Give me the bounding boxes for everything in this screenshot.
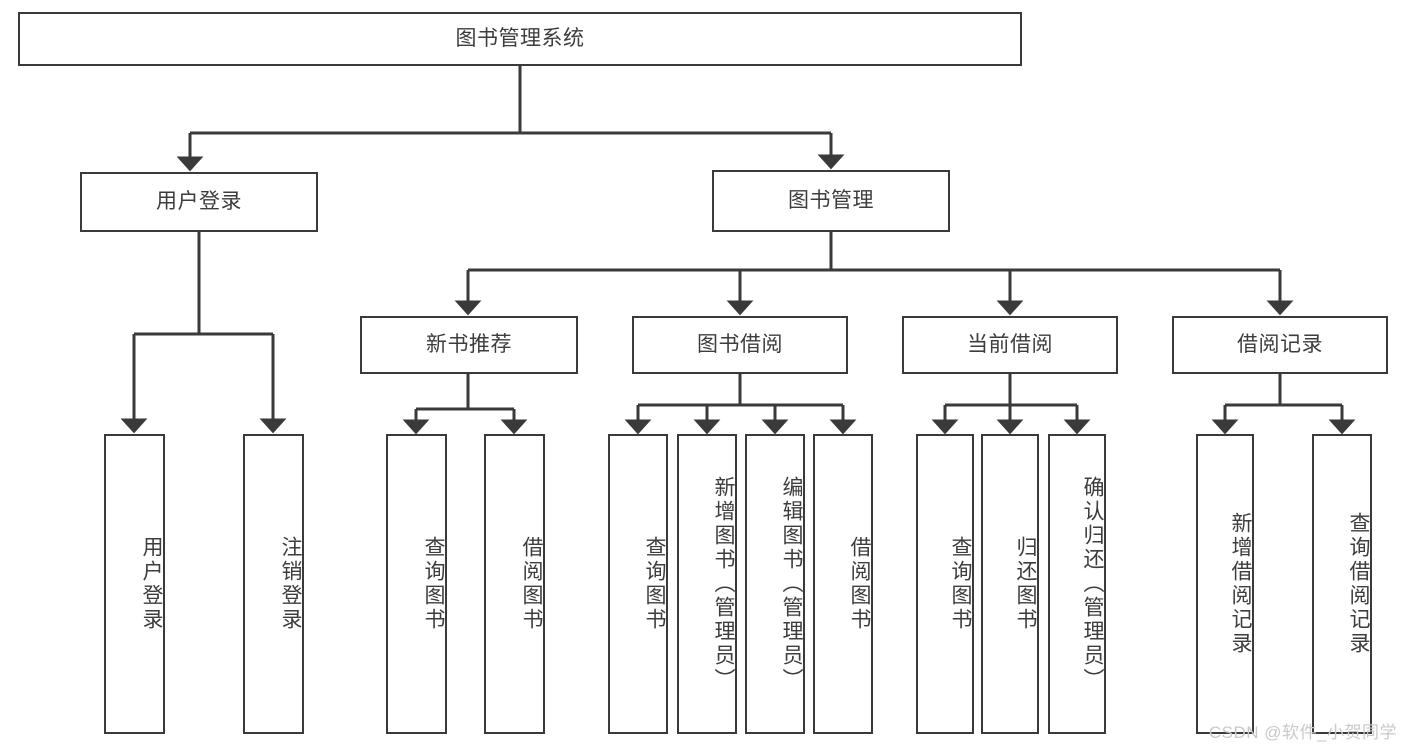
leaf-query-book-2[interactable]: 查询图书 xyxy=(608,434,668,734)
node-borrow-record-label: 借阅记录 xyxy=(1237,333,1323,357)
node-new-book-recommend[interactable]: 新书推荐 xyxy=(360,316,578,374)
leaf-borrow-book-2[interactable]: 借阅图书 xyxy=(813,434,873,734)
leaf-user-login[interactable]: 用户登录 xyxy=(104,434,165,734)
node-root-label: 图书管理系统 xyxy=(455,27,585,51)
node-book-manage-label: 图书管理 xyxy=(788,189,874,213)
leaf-return-book[interactable]: 归还图书 xyxy=(981,434,1039,734)
leaf-query-book-3[interactable]: 查询图书 xyxy=(916,434,974,734)
leaf-logout-label: 注销登录 xyxy=(279,536,302,632)
leaf-borrow-book-2-label: 借阅图书 xyxy=(848,536,871,632)
node-user-login-label: 用户登录 xyxy=(156,190,242,214)
leaf-query-book-3-label: 查询图书 xyxy=(949,536,972,632)
leaf-add-borrow-record[interactable]: 新增借阅记录 xyxy=(1196,434,1254,734)
node-book-borrow[interactable]: 图书借阅 xyxy=(632,316,848,374)
node-current-borrow[interactable]: 当前借阅 xyxy=(902,316,1118,374)
leaf-query-borrow-record-label: 查询借阅记录 xyxy=(1347,512,1370,656)
node-current-borrow-label: 当前借阅 xyxy=(967,333,1053,357)
leaf-add-book[interactable]: 新增图书（管理员） xyxy=(677,434,737,734)
node-book-borrow-label: 图书借阅 xyxy=(697,333,783,357)
node-user-login[interactable]: 用户登录 xyxy=(80,172,318,232)
csdn-watermark: CSDN @软件_小贺同学 xyxy=(1208,723,1397,742)
leaf-borrow-book-1[interactable]: 借阅图书 xyxy=(484,434,545,734)
leaf-query-book-1[interactable]: 查询图书 xyxy=(386,434,447,734)
leaf-query-book-1-label: 查询图书 xyxy=(422,536,445,632)
leaf-add-book-label: 新增图书（管理员） xyxy=(712,476,735,692)
leaf-edit-book-label: 编辑图书（管理员） xyxy=(780,476,803,692)
leaf-add-borrow-record-label: 新增借阅记录 xyxy=(1229,512,1252,656)
node-borrow-record[interactable]: 借阅记录 xyxy=(1172,316,1388,374)
leaf-return-book-label: 归还图书 xyxy=(1014,536,1037,632)
leaf-borrow-book-1-label: 借阅图书 xyxy=(520,536,543,632)
leaf-query-book-2-label: 查询图书 xyxy=(643,536,666,632)
leaf-confirm-return-label: 确认归还（管理员） xyxy=(1081,476,1104,692)
leaf-confirm-return[interactable]: 确认归还（管理员） xyxy=(1048,434,1106,734)
leaf-query-borrow-record[interactable]: 查询借阅记录 xyxy=(1312,434,1372,734)
leaf-edit-book[interactable]: 编辑图书（管理员） xyxy=(745,434,805,734)
leaf-logout[interactable]: 注销登录 xyxy=(243,434,304,734)
node-root[interactable]: 图书管理系统 xyxy=(18,12,1022,66)
leaf-user-login-label: 用户登录 xyxy=(140,536,163,632)
node-new-book-recommend-label: 新书推荐 xyxy=(426,333,512,357)
node-book-manage[interactable]: 图书管理 xyxy=(712,170,950,232)
